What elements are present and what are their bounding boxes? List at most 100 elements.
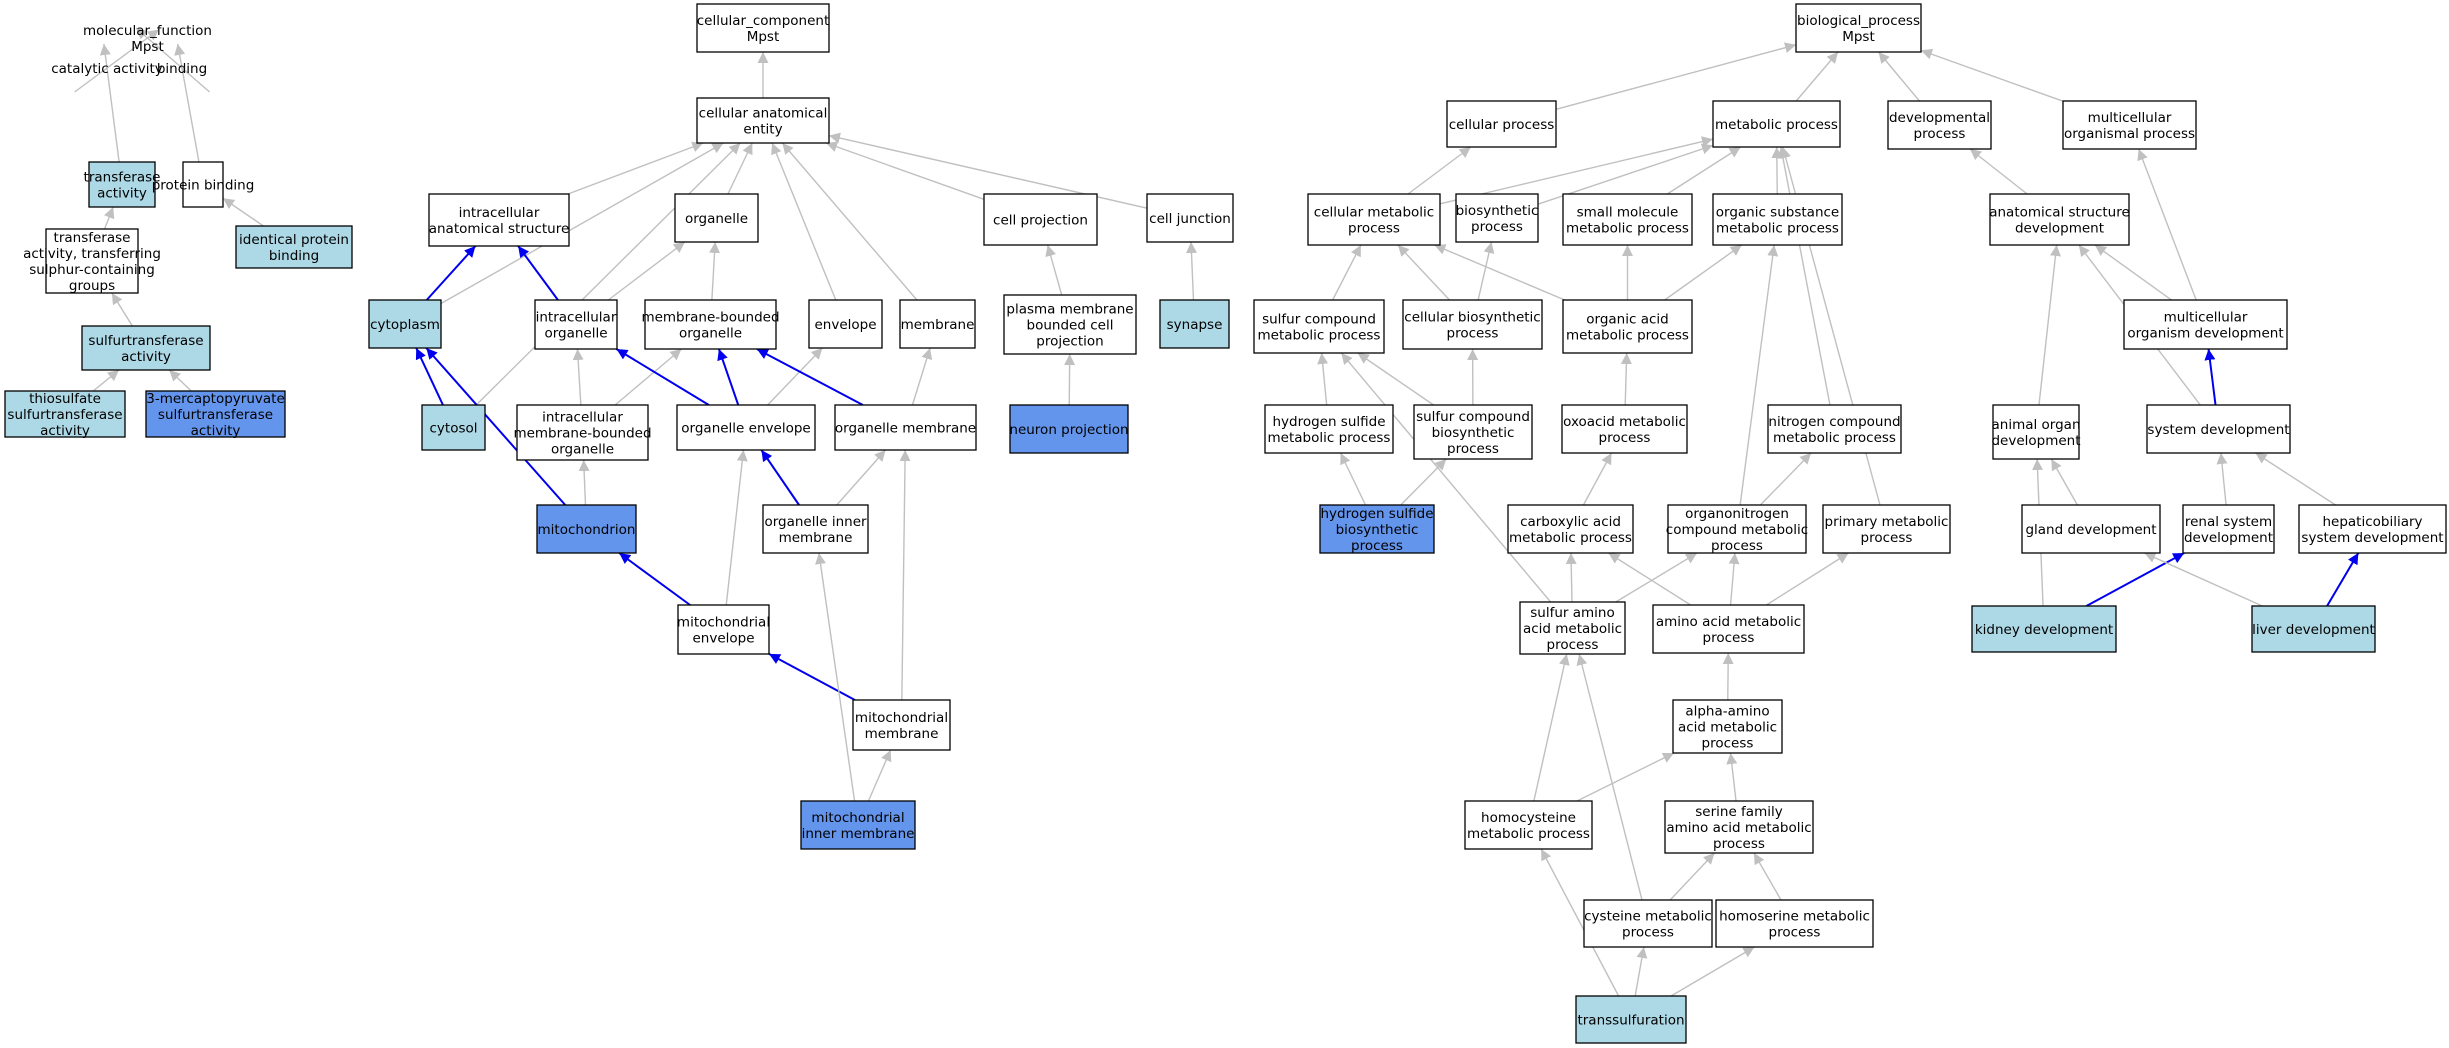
is-a-edge [1739, 244, 1779, 506]
term-node[interactable]: kidney development [1971, 605, 2117, 653]
term-label: organismal process [2064, 126, 2195, 142]
is-a-edge [1634, 946, 1648, 997]
term-node[interactable]: catalytic activity [51, 61, 163, 77]
is-a-edge [1608, 552, 1691, 606]
is-a-edge [578, 459, 590, 506]
term-node[interactable]: organelle membrane [834, 404, 977, 451]
term-label: multicellular [2164, 310, 2248, 326]
term-label: small molecule [1577, 205, 1679, 221]
edges-layer [74, 27, 2360, 997]
term-box [1561, 404, 1688, 454]
term-node[interactable]: cytoplasm [368, 299, 442, 349]
term-node[interactable]: gland development [2021, 504, 2161, 554]
term-node[interactable]: neuron projection [1009, 404, 1129, 454]
term-node[interactable]: cell projection [983, 193, 1098, 246]
term-node[interactable]: protein binding [152, 161, 255, 208]
is-a-edge [709, 241, 721, 301]
term-box [1971, 605, 2117, 653]
term-box [2021, 504, 2161, 554]
term-label: hydrogen sulfide [1320, 506, 1433, 522]
term-node[interactable]: 3-mercaptopyruvatesulfurtransferaseactiv… [145, 390, 286, 439]
term-label: organelle [679, 326, 742, 342]
term-label: mitochondrial [811, 810, 904, 826]
term-node[interactable]: envelope [808, 299, 883, 349]
term-label: cytoplasm [370, 317, 440, 333]
term-node[interactable]: membrane [899, 299, 976, 349]
term-label: Mpst [747, 29, 780, 45]
term-node[interactable]: cytosol [421, 404, 486, 451]
term-box [696, 97, 830, 144]
term-box [88, 161, 156, 208]
term-node[interactable]: cell junction [1146, 193, 1234, 243]
term-node[interactable]: organelle envelope [676, 404, 816, 451]
term-node[interactable]: organelle [674, 193, 759, 243]
term-node[interactable]: transsulfuration [1575, 995, 1687, 1044]
term-label: biosynthetic [1336, 522, 1419, 538]
is-a-edge [867, 749, 892, 802]
term-node[interactable]: mitochondrion [536, 504, 637, 554]
term-node[interactable]: cellular process [1446, 100, 1557, 148]
term-box [428, 193, 570, 247]
term-box [1003, 294, 1137, 355]
term-box [1712, 193, 1843, 246]
term-node[interactable]: binding [157, 61, 207, 77]
term-label: organelle [551, 442, 614, 458]
term-label: protein binding [152, 178, 255, 194]
term-label: kidney development [1975, 622, 2113, 638]
term-node[interactable]: liver development [2251, 605, 2376, 653]
term-node[interactable]: synapse [1159, 299, 1230, 349]
term-node[interactable]: metabolic process [1712, 100, 1841, 148]
term-label: process [1471, 219, 1523, 235]
term-node[interactable]: system development [2146, 404, 2291, 454]
term-box [145, 390, 286, 438]
is-a-edge [1576, 752, 1675, 802]
